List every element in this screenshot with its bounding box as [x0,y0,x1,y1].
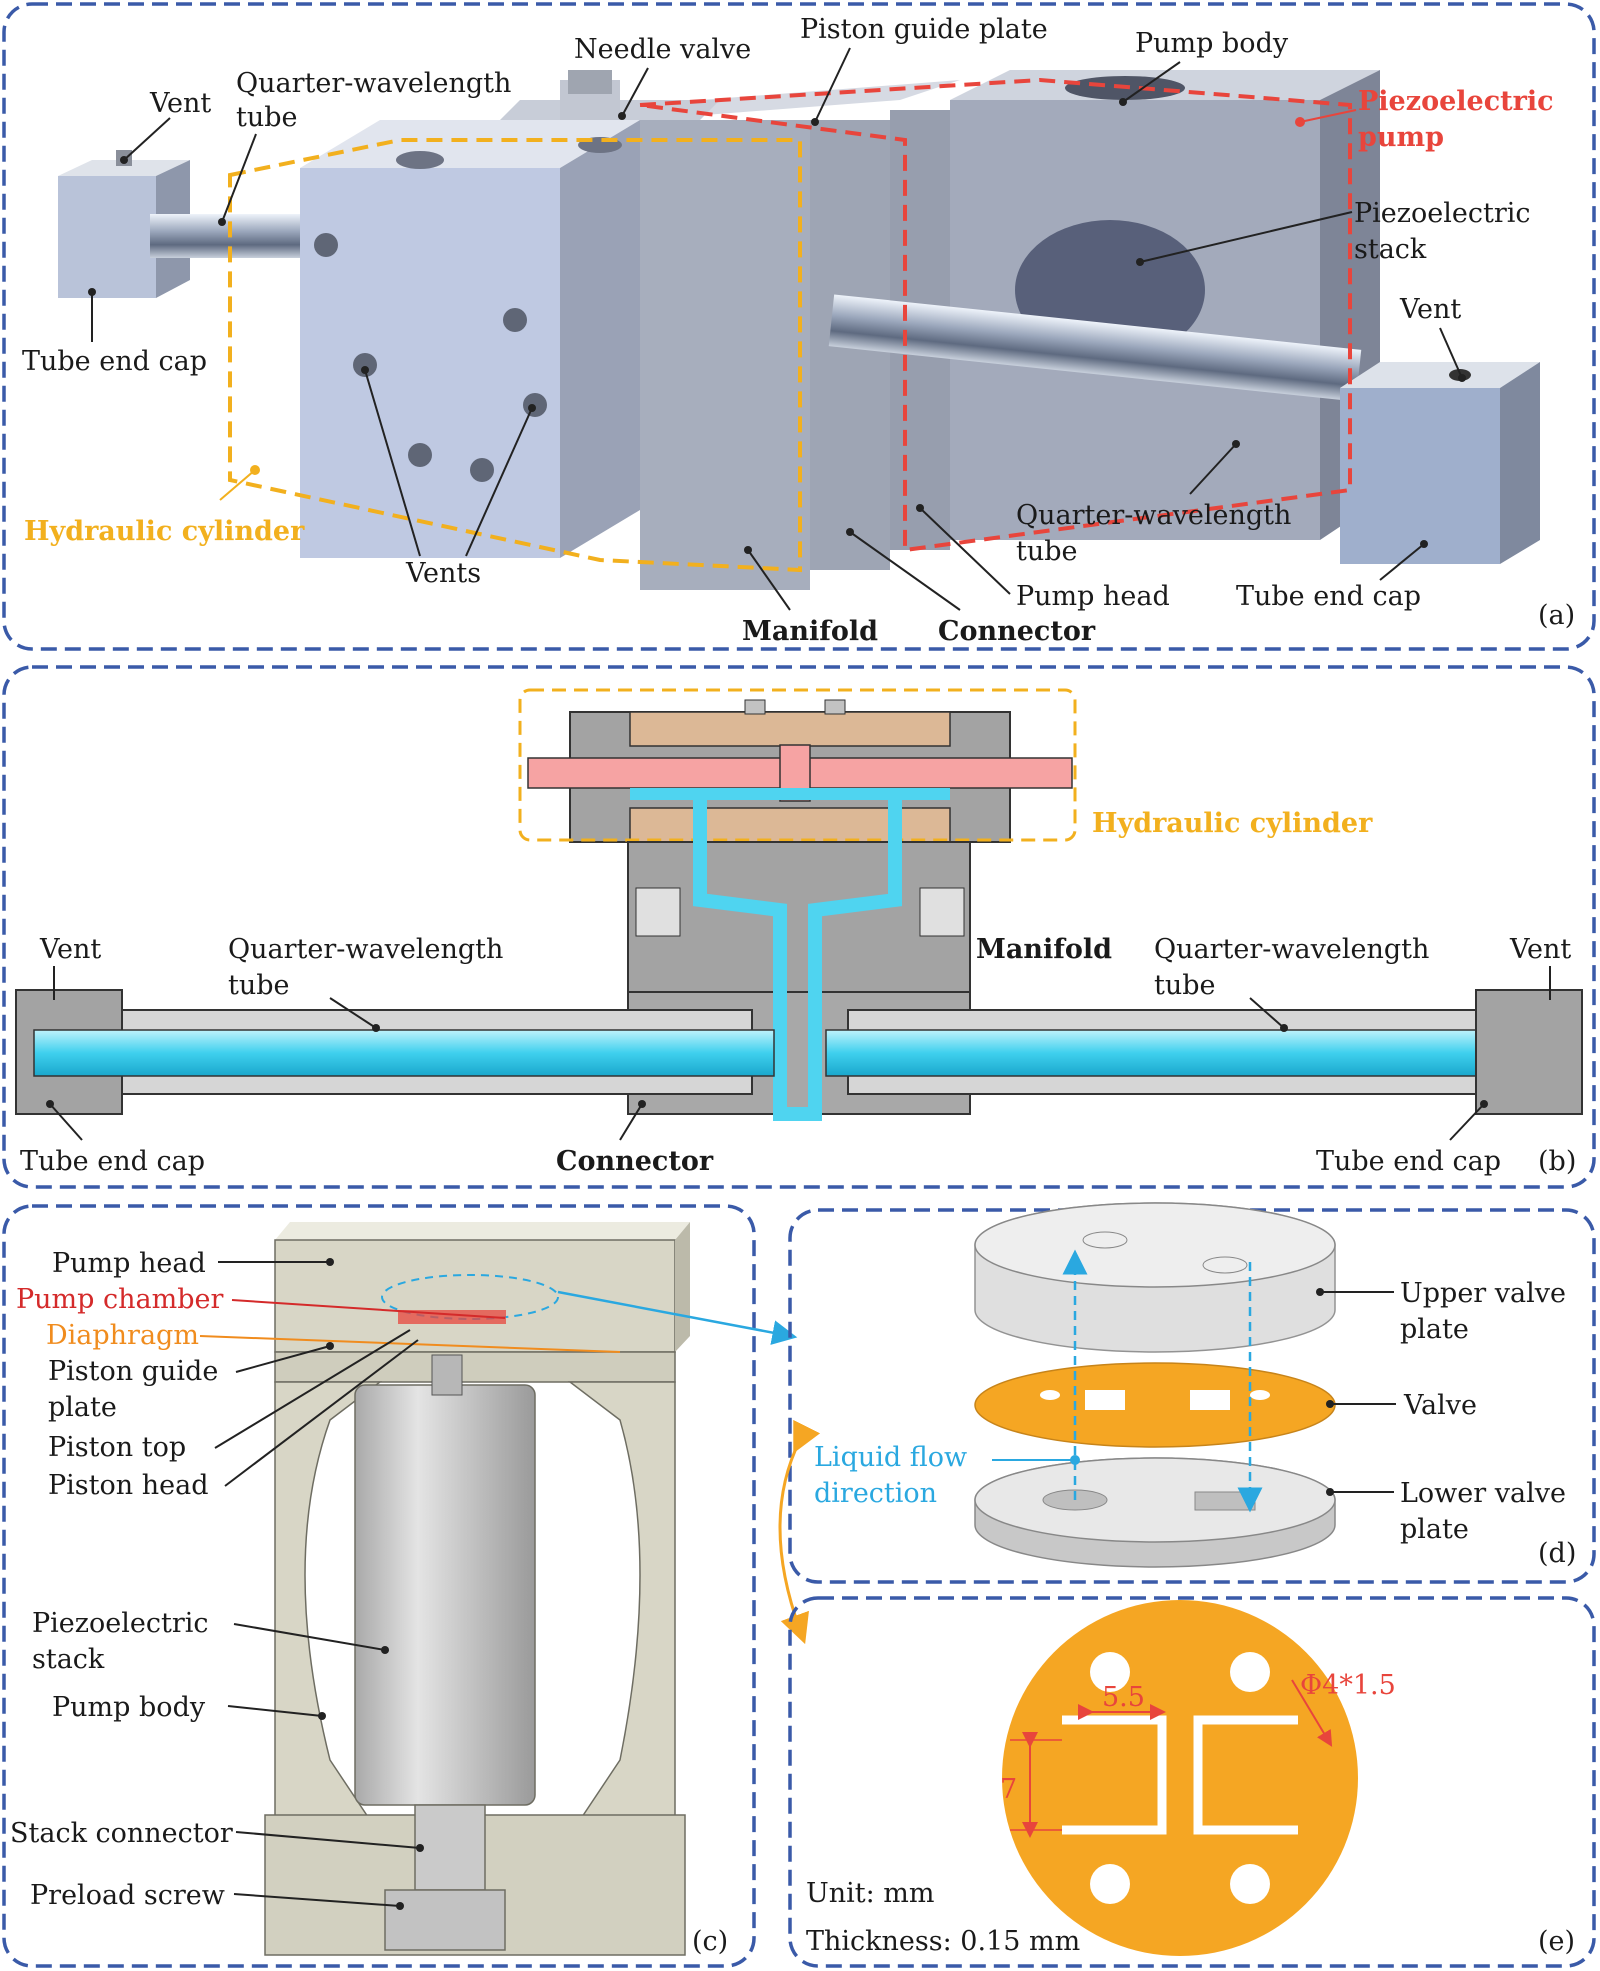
d-panel-tag: (d) [1538,1538,1576,1569]
a-label-manifold: Manifold [742,616,878,647]
tube-end-cap-right-shape [1340,362,1540,564]
a-panel-tag: (a) [1538,600,1575,631]
b-label-manifold: Manifold [976,934,1112,965]
b-label-qw-tube-right: Quarter-wavelength [1154,934,1429,965]
a-label-hydraulic-cylinder: Hydraulic cylinder [24,516,305,547]
c-piston-guide-plate [274,1351,676,1383]
d-label-liquid-flow: Liquid flow [814,1442,967,1473]
b-label-connector: Connector [556,1146,714,1177]
e-valve-disc [1002,1600,1358,1956]
tube-end-cap-left-shape [58,150,190,298]
a-label-pump-body: Pump body [1135,28,1289,59]
a-label-pump-head: Pump head [1016,581,1170,612]
a-label-piezo-stack-2: stack [1354,234,1427,265]
b-fluid-channel [693,800,902,1121]
c-label-diaphragm: Diaphragm [46,1320,199,1351]
panel-a: Vent Quarter-wavelength tube Needle valv… [2,2,1596,651]
a-label-qw-tube-right-2: tube [1016,536,1078,567]
a-label-vent-left: Vent [149,88,211,119]
c-pump-body-right [567,1381,676,1821]
panel-e-border [788,1596,1596,1968]
b-label-qw-tube-right-2: tube [1154,970,1216,1001]
a-label-tube-end-cap-left: Tube end cap [22,346,207,377]
a-label-tube-end-cap-right: Tube end cap [1236,581,1421,612]
d-e-link-arrow [778,1419,821,1645]
d-label-lower-valve-plate: Lower valve [1400,1478,1566,1509]
a-label-piezo-pump: Piezoelectric [1358,86,1554,117]
a-label-qw-tube-right: Quarter-wavelength [1016,500,1291,531]
e-dim-height: 7 [1000,1774,1017,1805]
a-label-qw-tube-left: Quarter-wavelength [236,68,511,99]
c-label-piston-guide-plate-2: plate [48,1392,117,1423]
a-label-piezo-pump-2: pump [1358,122,1444,153]
a-label-connector: Connector [938,616,1096,647]
b-label-hydraulic-cylinder: Hydraulic cylinder [1092,808,1373,839]
d-label-valve: Valve [1403,1390,1477,1421]
d-label-lower-valve-plate-2: plate [1400,1514,1469,1545]
d-label-upper-valve-plate: Upper valve [1400,1278,1566,1309]
b-label-vent-left: Vent [39,934,101,965]
b-hydraulic-outline [518,688,1077,842]
c-label-pump-head: Pump head [52,1248,206,1279]
c-label-piston-top: Piston top [48,1432,186,1463]
c-pump-body-left [274,1381,383,1821]
c-label-pump-body: Pump body [52,1692,206,1723]
e-unit-note: Unit: mm [806,1878,935,1909]
c-label-piezo-stack: Piezoelectric [32,1608,209,1639]
panel-d: Upper valve plate Valve Lower valve plat… [788,1202,1596,1584]
d-label-upper-valve-plate-2: plate [1400,1314,1469,1345]
panel-a-border [2,2,1596,651]
a-label-vents: Vents [405,558,481,589]
c-panel-tag: (c) [692,1926,728,1957]
panel-e: 5.5 7 Φ4*1.5 Unit: mm Thickness: 0.15 mm… [788,1596,1596,1968]
c-label-pump-chamber: Pump chamber [16,1284,223,1315]
e-slot-right [1193,1715,1298,1835]
a-label-piston-guide-plate: Piston guide plate [800,14,1048,45]
e-slot-left [1062,1715,1167,1835]
c-label-preload-screw: Preload screw [30,1880,225,1911]
b-label-qw-tube-left: Quarter-wavelength [228,934,503,965]
b-label-qw-tube-left-2: tube [228,970,290,1001]
d-label-liquid-flow-2: direction [814,1478,937,1509]
qw-tube-right-shape [828,294,1362,402]
panel-b-border [2,665,1596,1189]
b-label-tube-end-cap-left: Tube end cap [20,1146,205,1177]
b-label-vent-right: Vent [1509,934,1571,965]
c-preload-screw-shape [384,1889,506,1951]
panel-c-border [2,1204,756,1968]
c-label-piston-guide-plate: Piston guide [48,1356,218,1387]
panel-b: Hydraulic cylinder Vent Quarter-waveleng… [2,665,1596,1189]
b-label-tube-end-cap-right: Tube end cap [1316,1146,1501,1177]
a-label-vent-right: Vent [1399,294,1461,325]
a-label-piezo-stack: Piezoelectric [1354,198,1531,229]
c-piezo-stack-shape [354,1384,536,1806]
e-dim-width: 5.5 [1102,1682,1145,1713]
a-label-qw-tube-left-2: tube [236,102,298,133]
b-tube-end-cap-right [1475,989,1583,1115]
hydraulic-cylinder-shape [300,120,691,558]
d-valve-shape [974,1362,1336,1448]
c-pump-head [274,1239,676,1353]
c-label-piston-head: Piston head [48,1470,208,1501]
c-label-piezo-stack-2: stack [32,1644,105,1675]
e-panel-tag: (e) [1538,1926,1575,1957]
b-panel-tag: (b) [1538,1146,1576,1177]
panel-c: Pump head Pump chamber Diaphragm Piston … [2,1204,798,1968]
c-label-stack-connector: Stack connector [10,1818,233,1849]
c-stack-connector-shape [414,1804,486,1891]
piezo-pump-outline [639,77,1352,553]
a-label-needle-valve: Needle valve [574,34,751,65]
e-thickness-note: Thickness: 0.15 mm [806,1926,1080,1957]
e-dim-hole: Φ4*1.5 [1300,1670,1396,1701]
hydraulic-cylinder-outline [228,138,802,573]
